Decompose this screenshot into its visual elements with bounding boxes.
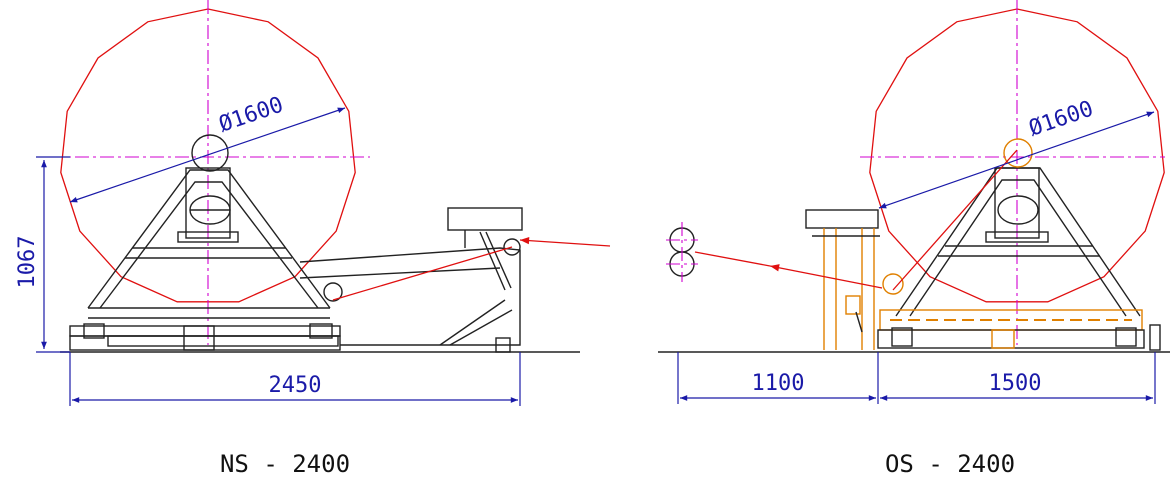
os-a-frame bbox=[895, 138, 1141, 317]
ns-diameter-label: Ø1600 bbox=[216, 92, 287, 137]
os-pinch-rolls bbox=[666, 222, 698, 282]
os-caption: OS - 2400 bbox=[885, 450, 1015, 477]
ns-diameter-dimension-line bbox=[69, 107, 346, 203]
ns-view: Ø1600 1067 2450 NS - 2400 bbox=[15, 0, 611, 477]
os-width-right-label: 1500 bbox=[989, 371, 1042, 396]
ns-feed-ramp bbox=[299, 207, 523, 353]
ns-a-frame bbox=[87, 134, 331, 319]
ns-width-label: 2450 bbox=[269, 373, 322, 398]
os-diameter-label: Ø1600 bbox=[1026, 96, 1097, 141]
os-strip-line-lower bbox=[694, 251, 771, 267]
os-base-frame bbox=[877, 309, 1161, 351]
os-width-left-label: 1100 bbox=[752, 371, 805, 396]
ns-height-label: 1067 bbox=[15, 236, 40, 289]
os-strip-line-upper bbox=[892, 149, 1018, 291]
os-feed-arrow bbox=[769, 264, 883, 289]
ns-base-rail bbox=[69, 323, 341, 351]
os-diameter-dimension-line bbox=[878, 111, 1155, 209]
os-guide-roller bbox=[882, 273, 904, 295]
os-feed-stand bbox=[805, 209, 880, 350]
os-view: Ø1600 1100 1500 OS - 2400 bbox=[658, 0, 1170, 477]
ns-strip-line bbox=[332, 246, 513, 301]
ns-feed-arrow bbox=[519, 236, 611, 247]
ns-caption: NS - 2400 bbox=[220, 450, 350, 477]
